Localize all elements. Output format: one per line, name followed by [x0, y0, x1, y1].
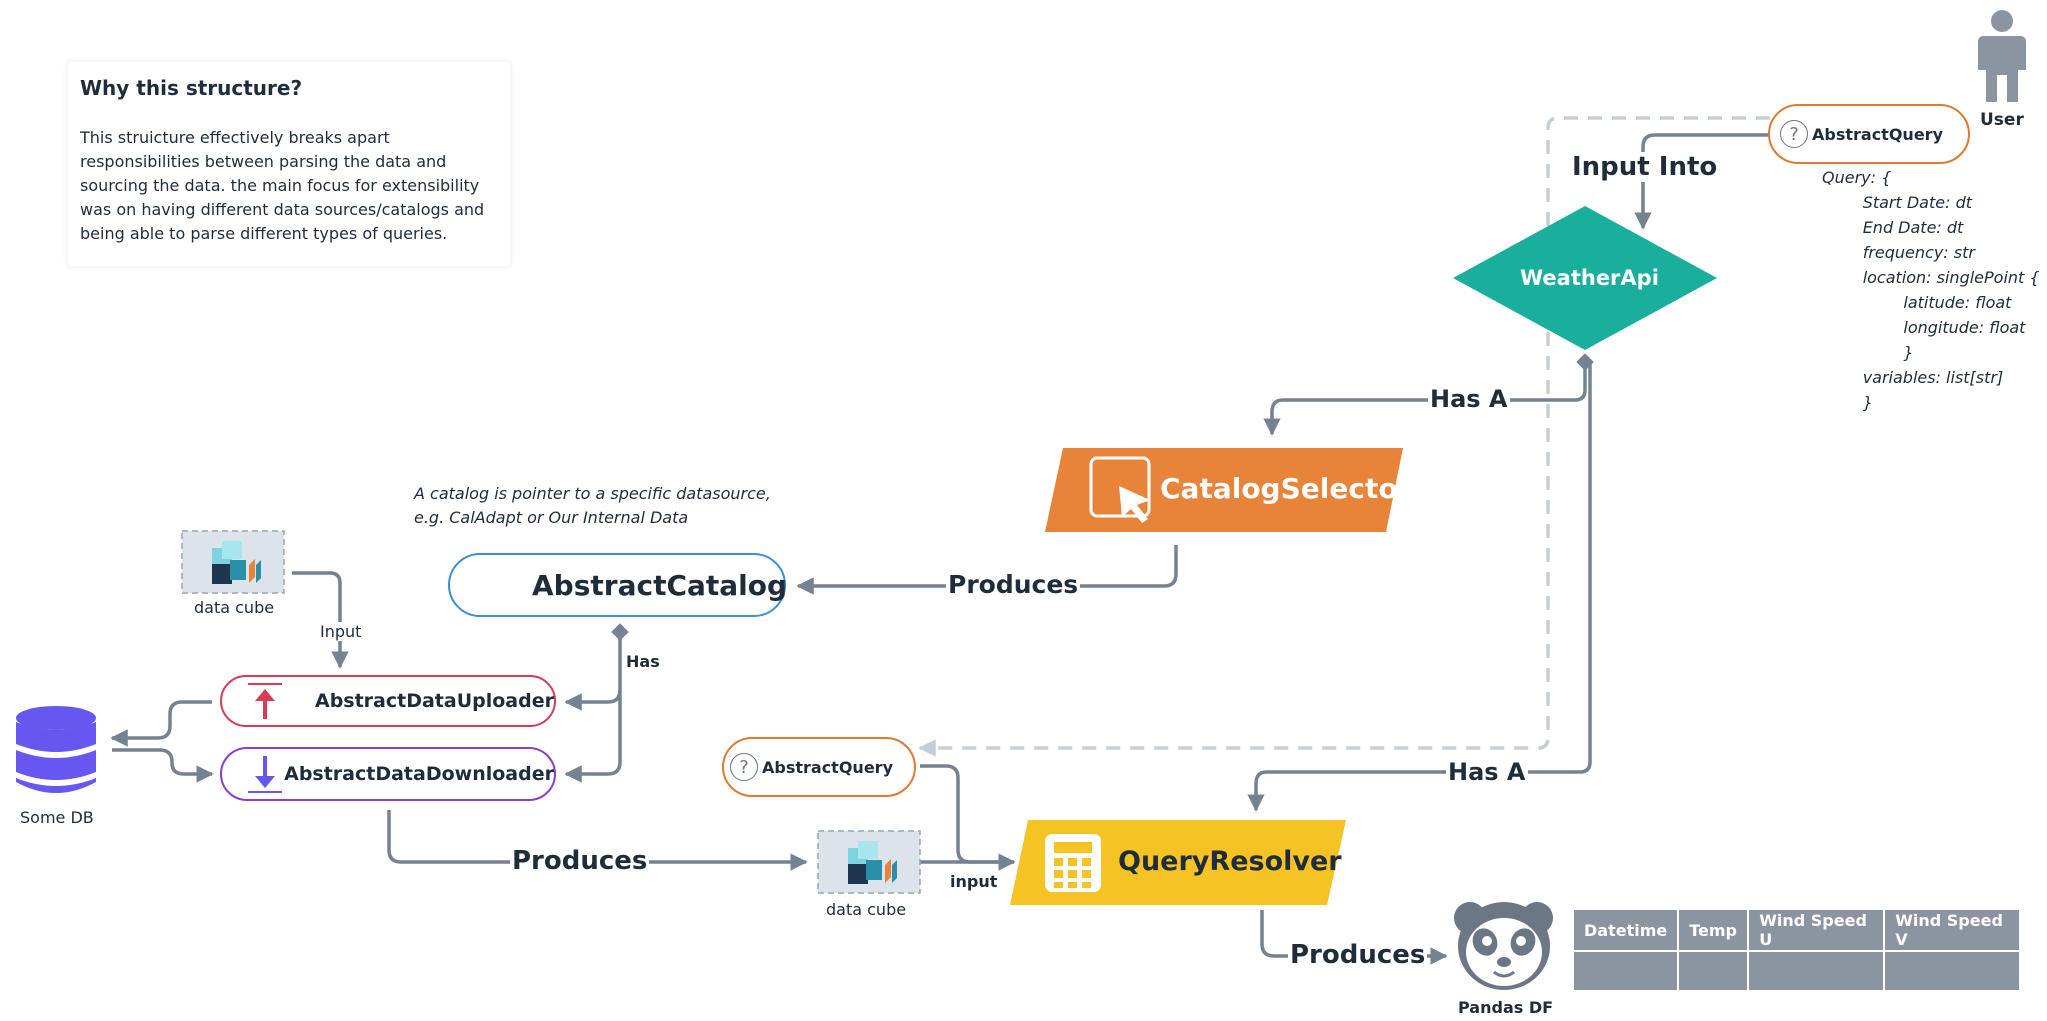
user-icon — [1978, 10, 2026, 102]
edge-produces-catalog — [796, 545, 1178, 595]
edge-db-download — [112, 748, 214, 783]
edge-label-has-a-top: Has A — [1428, 385, 1510, 413]
some-db-label: Some DB — [20, 808, 94, 827]
note-body: This struicture effectively breaks apart… — [80, 128, 485, 243]
abstract-catalog[interactable]: AbstractCatalog — [448, 553, 788, 617]
edge-has-a-resolver — [1247, 362, 1592, 812]
data-cube-top-label: data cube — [194, 598, 275, 617]
edge-has-downloader — [564, 690, 622, 783]
catalog-selector-label[interactable]: CatalogSelector — [1160, 472, 1412, 505]
panda-icon — [1454, 902, 1553, 990]
df-header-cell: Wind Speed V — [1883, 908, 2022, 952]
download-arrow-icon — [248, 754, 282, 794]
calculator-icon — [1045, 834, 1101, 892]
edge-label-input-upload: Input — [318, 622, 364, 641]
note-title: Why this structure? — [80, 76, 303, 100]
edge-label-has-a-bottom: Has A — [1446, 758, 1528, 786]
df-table-header-row: Datetime Temp Wind Speed U Wind Speed V — [1571, 908, 2022, 952]
abstract-query-mid-label: AbstractQuery — [762, 757, 893, 777]
catalog-note-line1: A catalog is pointer to a specific datas… — [414, 484, 771, 503]
df-header-cell: Datetime — [1571, 908, 1680, 952]
edge-label-produces-df: Produces — [1288, 940, 1428, 970]
edge-produces-df — [1260, 910, 1448, 965]
user-label: User — [1980, 110, 2024, 130]
catalog-note-line2: e.g. CalAdapt or Our Internal Data — [414, 508, 689, 527]
edge-produces-cube — [387, 810, 808, 871]
query-resolver-label[interactable]: QueryResolver — [1118, 846, 1342, 877]
pandas-df-table: Datetime Temp Wind Speed U Wind Speed V — [1571, 908, 2022, 992]
query-code-text: Query: { Start Date: dt End Date: dt fre… — [1822, 168, 2040, 412]
abstract-data-downloader[interactable]: AbstractDataDownloader — [220, 747, 556, 801]
question-icon: ? — [1780, 120, 1808, 148]
edge-input-upload — [292, 571, 349, 669]
abstract-catalog-label: AbstractCatalog — [532, 568, 788, 602]
edge-label-input-into: Input Into — [1570, 152, 1720, 182]
df-cell — [1747, 950, 1886, 992]
weather-api-label: WeatherApi — [1520, 266, 1659, 290]
df-table-row — [1571, 950, 2022, 992]
edge-input-into — [1634, 133, 1770, 230]
upload-arrow-icon — [248, 681, 282, 721]
data-cube-icon-mid — [817, 830, 921, 894]
edge-query-resolver — [920, 764, 1014, 864]
edge-label-input-resolver: input — [950, 872, 998, 891]
note-box: Why this structure? This struicture effe… — [68, 62, 510, 266]
question-icon-mid: ? — [730, 753, 758, 781]
edge-label-has: Has — [626, 652, 660, 671]
edge-has-uploader — [564, 623, 629, 711]
abstract-query-mid[interactable]: ? AbstractQuery — [722, 737, 916, 797]
df-cell — [1571, 950, 1680, 992]
weather-api-diamond — [1453, 206, 1717, 350]
data-cube-mid-label: data cube — [826, 900, 907, 919]
abstract-query-top-label: AbstractQuery — [1812, 124, 1943, 144]
abstract-data-uploader[interactable]: AbstractDataUploader — [220, 675, 556, 727]
edge-upload-db — [110, 700, 212, 747]
df-cell — [1883, 950, 2022, 992]
downloader-label: AbstractDataDownloader — [284, 763, 554, 785]
uploader-label: AbstractDataUploader — [314, 690, 554, 712]
data-cube-icon-top — [181, 530, 285, 594]
abstract-query-top[interactable]: ? AbstractQuery — [1768, 104, 1970, 164]
cursor-select-icon — [1089, 456, 1151, 523]
df-header-cell: Temp — [1677, 908, 1750, 952]
database-icon — [16, 706, 96, 793]
edge-label-produces-catalog: Produces — [946, 570, 1081, 599]
edge-label-produces-cube: Produces — [510, 846, 650, 876]
df-header-cell: Wind Speed U — [1747, 908, 1886, 952]
df-cell — [1677, 950, 1750, 992]
pandas-df-label: Pandas DF — [1458, 998, 1554, 1017]
